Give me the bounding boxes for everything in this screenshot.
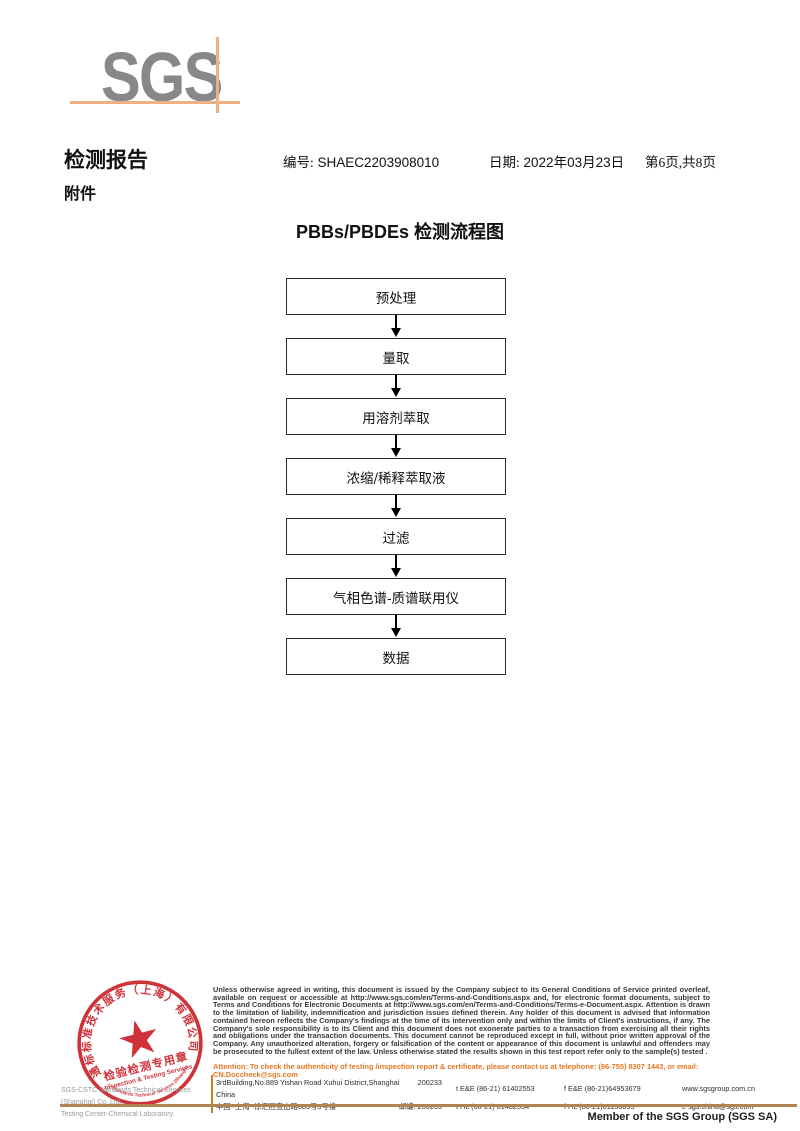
company-name-line1: SGS-CSTC Standards Technical Services (S… [61, 1087, 191, 1106]
legal-disclaimer-text: Unless otherwise agreed in writing, this… [213, 985, 710, 1056]
arrow-down-icon [286, 315, 506, 338]
flowchart: 预处理 量取 用溶剂萃取 浓缩/稀释萃取液 过滤 气相色谱-质谱联用仪 数据 [286, 278, 506, 675]
telephone-ee: t E&E (86-21) 61402553 [456, 1084, 535, 1093]
report-date: 日期: 2022年03月23日 [489, 151, 624, 171]
arrow-down-icon [286, 495, 506, 518]
attention-notice-text: Attention: To check the authenticity of … [213, 1062, 699, 1079]
report-title: 检测报告 [64, 148, 148, 172]
footer-horizontal-rule [60, 1104, 797, 1107]
website-url: www.sgsgroup.com.cn [682, 1084, 755, 1093]
flow-step-gcms: 气相色谱-质谱联用仪 [286, 578, 506, 615]
report-date-value: 2022年03月23日 [523, 155, 625, 170]
address-en-text: 3rdBuilding,No.889 Yishan Road Xuhui Dis… [216, 1078, 400, 1099]
report-number-value: SHAEC2203908010 [317, 155, 440, 170]
fax-ee: f E&E (86-21)64953679 [564, 1084, 641, 1093]
flow-step-filter: 过滤 [286, 518, 506, 555]
address-row-en: 3rdBuilding,No.889 Yishan Road Xuhui Dis… [216, 1077, 796, 1101]
address-cn-cell: 中国 ·上海 ·徐汇区宜山路889号3号楼 邮编: 200233 [216, 1101, 456, 1113]
company-name-line2: Testing Center-Chemical Laboratory. [61, 1111, 175, 1118]
logo-vertical-line [216, 37, 219, 113]
flowchart-title: PBBs/PBDEs 检测流程图 [295, 222, 505, 242]
flow-step-measure: 量取 [286, 338, 506, 375]
address-divider-line [211, 1075, 213, 1113]
report-number-label: 编号: [283, 155, 314, 170]
report-number: 编号: SHAEC2203908010 [283, 151, 439, 171]
company-name-block: SGS-CSTC Standards Technical Services (S… [61, 1085, 226, 1121]
flow-step-solvent-extraction: 用溶剂萃取 [286, 398, 506, 435]
logo-horizontal-line [70, 101, 240, 104]
flow-step-concentrate-dilute: 浓缩/稀释萃取液 [286, 458, 506, 495]
address-en-cell: 3rdBuilding,No.889 Yishan Road Xuhui Dis… [216, 1077, 456, 1101]
sgs-member-line: Member of the SGS Group (SGS SA) [587, 1111, 777, 1123]
postcode-cn: 邮编: 200233 [399, 1101, 456, 1113]
arrow-down-icon [286, 435, 506, 458]
arrow-down-icon [286, 375, 506, 398]
flow-step-data: 数据 [286, 638, 506, 675]
inspection-stamp-seal: 通标标准技术服务（上海）有限公司 ★ 检验检测专用章 Inspection & … [60, 965, 204, 1114]
flow-step-pretreatment: 预处理 [286, 278, 506, 315]
report-date-label: 日期: [489, 155, 520, 170]
telephone-hl: t HL (86-21) 61402594 [456, 1101, 564, 1113]
address-block: 3rdBuilding,No.889 Yishan Road Xuhui Dis… [216, 1077, 796, 1113]
sgs-logo: SGS [101, 38, 223, 116]
postcode-en: 200233 [417, 1078, 442, 1087]
arrow-down-icon [286, 555, 506, 578]
address-cn-text: 中国 ·上海 ·徐汇区宜山路889号3号楼 [216, 1101, 336, 1113]
arrow-down-icon [286, 615, 506, 638]
page-indicator: 第6页,共8页 [645, 155, 716, 170]
attachment-label: 附件 [64, 186, 97, 203]
